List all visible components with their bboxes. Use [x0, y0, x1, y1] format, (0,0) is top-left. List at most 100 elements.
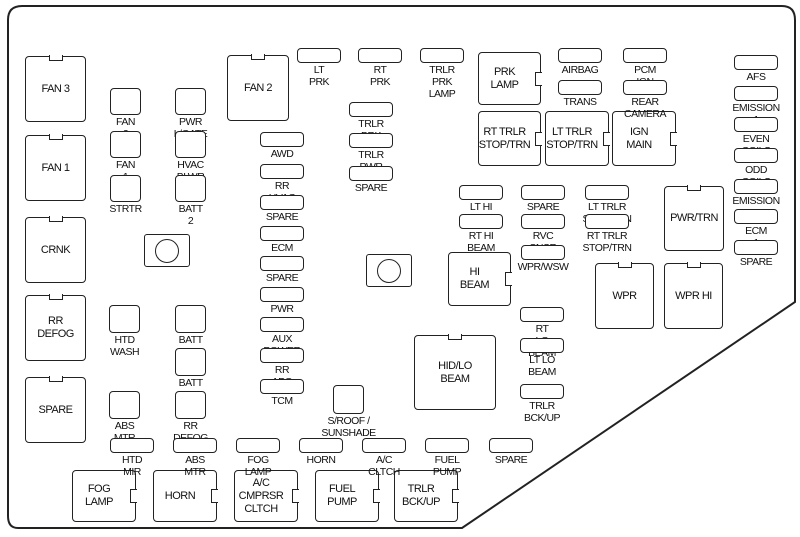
- fuse-odd-coils: ODD COILS: [734, 148, 778, 188]
- fuse-label: TCM: [271, 395, 293, 407]
- fuse-rt-hi-beam: RT HI BEAM: [459, 214, 503, 254]
- bolt-terminal: [144, 234, 190, 267]
- relay-label: CRNK: [40, 243, 71, 256]
- fuse-even-coils: EVEN COILS: [734, 117, 778, 157]
- fuse-trlr-prk-lamp: TRLR PRK LAMP: [420, 48, 464, 100]
- fuse-rr-apo: RR APO: [260, 348, 304, 388]
- fuse-label: RT PRK: [369, 64, 391, 88]
- fuse-horn: HORN: [299, 438, 343, 466]
- fuse-afs: AFS: [734, 55, 778, 83]
- fuse-label: TRANS: [563, 96, 597, 108]
- fuse-lt-prk: LT PRK: [297, 48, 341, 88]
- fuse-label: SPARE: [739, 256, 773, 268]
- fuse-label: RT HI BEAM: [467, 230, 495, 254]
- relay-crnk: CRNK: [25, 216, 86, 283]
- fuse-rear-camera: REAR CAMERA: [623, 80, 667, 120]
- relay-label: TRLR BCK/UP: [402, 483, 440, 508]
- fuse-ecm: ECM: [260, 226, 304, 254]
- fuse-pcm-ign: PCM IGN: [623, 48, 667, 88]
- fuse-lt-lo-beam: LT LO BEAM: [520, 338, 564, 378]
- fuse-label: SPARE: [265, 272, 299, 284]
- fuse-emission-2: EMISSION 2: [732, 179, 780, 219]
- fuse-rt-trlr-stop-trn: RT TRLR STOP/TRN: [583, 214, 632, 254]
- fuse-label: FUEL PUMP: [432, 454, 462, 478]
- fuse-airbag: AIRBAG: [558, 48, 602, 76]
- fuse-rr-defog: RR DEFOG: [173, 391, 208, 444]
- relay-spare: SPARE: [25, 376, 86, 443]
- fuse-abs-mtr: ABS MTR: [109, 391, 140, 444]
- relay-label: FAN 1: [41, 161, 70, 174]
- fuse-tcm: TCM: [260, 379, 304, 407]
- fuse-spare: SPARE: [349, 166, 393, 194]
- relay-label: FAN 2: [243, 81, 273, 94]
- fuse-trans: TRANS: [558, 80, 602, 108]
- fuse-ecm-1: ECM 1: [734, 209, 778, 249]
- relay-label: FOG LAMP: [85, 483, 113, 508]
- fuse-rr-hvac: RR HVAC: [260, 164, 304, 204]
- relay-label: SPARE: [38, 403, 73, 416]
- fuse-trlr-bck-up: TRLR BCK/UP: [520, 384, 564, 424]
- fuse-label: AIRBAG: [561, 64, 599, 76]
- relay-horn: HORN: [153, 470, 218, 522]
- fuse-rt-lo-beam: RT LO BEAM: [520, 307, 564, 359]
- fuse-hvac-blwr: HVAC BLWR: [175, 131, 206, 183]
- relay-label: HORN: [164, 489, 196, 502]
- fuse-spare: SPARE: [489, 438, 533, 466]
- fuse-abs-mtr: ABS MTR: [173, 438, 217, 478]
- fuse-label: AWD: [270, 148, 294, 160]
- fuse-label: ABS MTR: [184, 454, 206, 478]
- relay-pwr-trn: PWR/TRN: [664, 185, 724, 251]
- fuse-label: RT TRLR STOP/TRN: [582, 230, 632, 254]
- relay-label: PWR/TRN: [670, 212, 718, 224]
- fuse-fuel-pump: FUEL PUMP: [425, 438, 469, 478]
- fuse-ac-cltch: A/C CLTCH: [362, 438, 406, 478]
- relay-label: RR DEFOG: [37, 315, 74, 340]
- fuse-batt-2: BATT 2: [175, 175, 206, 227]
- fuse-aux-power: AUX POWER: [260, 317, 304, 357]
- fuse-pwr-lgate: PWR L/GATE: [174, 88, 208, 140]
- fuse-label: HORN: [306, 454, 336, 466]
- fuse-label: LT LO BEAM: [528, 354, 556, 378]
- bolt-terminal: [366, 254, 412, 287]
- fuse-label: TRLR PRK LAMP: [428, 64, 456, 100]
- fuse-label: BATT 2: [178, 203, 204, 227]
- relay-wpr-hi: WPR HI: [664, 262, 723, 329]
- relay-hi-beam: HI BEAM: [448, 252, 512, 306]
- relay-ign-main: IGN MAIN: [612, 111, 677, 166]
- fuse-label: A/C CLTCH: [368, 454, 400, 478]
- fuse-trlr-brk: TRLR BRK: [349, 102, 393, 142]
- fuse-label: HTD WASH: [109, 334, 140, 358]
- relay-label: RT TRLR STOP/TRN: [478, 125, 531, 151]
- relay-fan-2: FAN 2: [227, 54, 289, 121]
- fuse-spare: SPARE: [521, 185, 565, 213]
- fuse-fan-2: FAN 2: [110, 88, 141, 140]
- fuse-lt-hi-beam: LT HI BEAM: [459, 185, 503, 225]
- relay-label: LT TRLR STOP/TRN: [546, 125, 598, 151]
- relay-lt-trlr-stop-trn: LT TRLR STOP/TRN: [545, 111, 610, 166]
- relay-label: HID/LO BEAM: [438, 359, 472, 385]
- relay-prk-lamp: PRK LAMP: [478, 52, 542, 105]
- relay-label: PRK LAMP: [490, 65, 519, 91]
- fuse-spare: SPARE: [260, 256, 304, 284]
- fuse-rvc-snsr: RVC SNSR: [521, 214, 565, 254]
- fuse-emission-1: EMISSION 1: [732, 86, 780, 126]
- fuse-label: WPR/WSW: [517, 261, 569, 273]
- fuse-label: SPARE: [526, 201, 560, 213]
- fuse-label: TRLR BCK/UP: [523, 400, 561, 424]
- fuse-label: SPARE: [265, 211, 299, 223]
- fuse-htd-mir: HTD MIR: [110, 438, 154, 478]
- relay-fan-1: FAN 1: [25, 134, 86, 201]
- fuse-fan-1: FAN 1: [110, 131, 141, 183]
- relay-fan-3: FAN 3: [25, 55, 86, 122]
- fuse-rt-prk: RT PRK: [358, 48, 402, 88]
- fuse-lt-trlr-stop-trn: LT TRLR STOP/TRN: [583, 185, 632, 225]
- fuse-label: SPARE: [354, 182, 388, 194]
- relay-hid-lo-beam: HID/LO BEAM: [414, 334, 496, 410]
- bolt-icon: [155, 238, 179, 263]
- relay-wpr: WPR: [595, 262, 654, 329]
- fuse-spare: SPARE: [260, 195, 304, 223]
- relay-rt-trlr-stop-trn: RT TRLR STOP/TRN: [478, 111, 542, 166]
- fuse-label: STRTR: [109, 203, 142, 215]
